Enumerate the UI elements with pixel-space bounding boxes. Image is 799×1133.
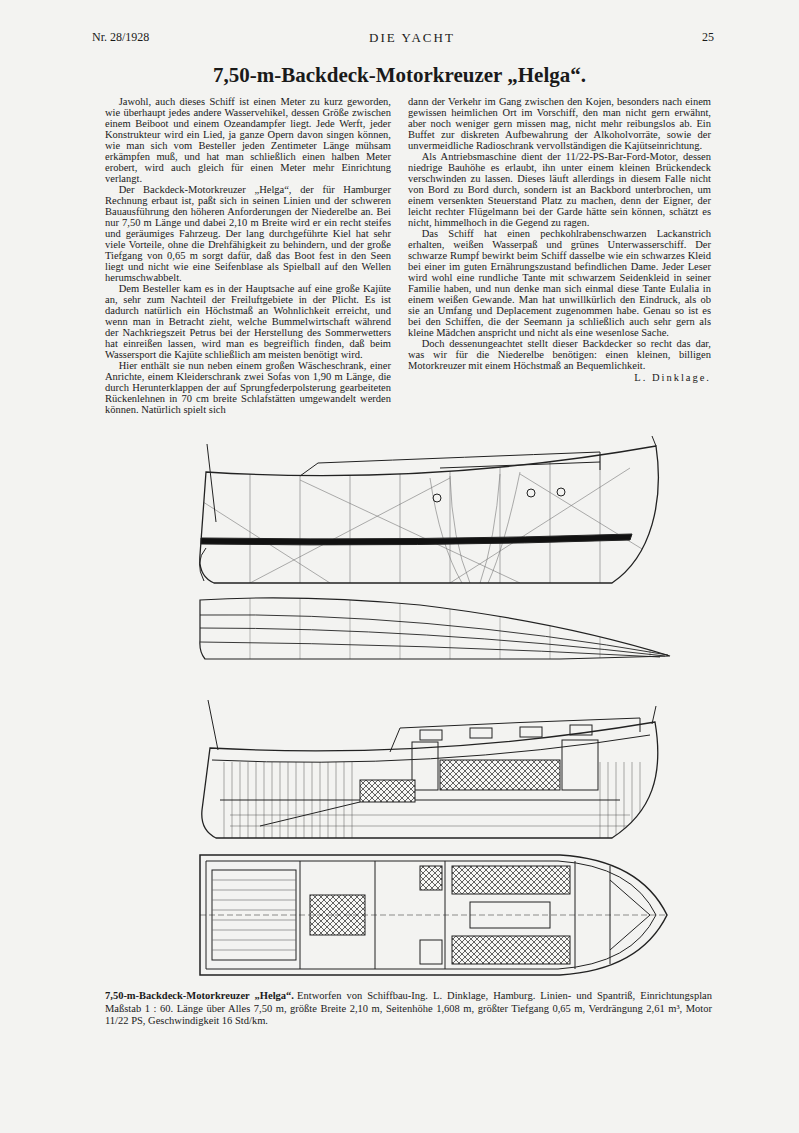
inboard-profile (202, 700, 658, 838)
drawing-line (260, 802, 360, 826)
drawing-line (200, 468, 660, 583)
article-title: 7,50-m-Backdeck-Motorkreuzer „Helga“. (0, 63, 799, 88)
drawing-line (412, 742, 438, 790)
drawing-line (300, 452, 600, 476)
body-paragraph: Hier enthält sie nun neben einem großen … (105, 360, 391, 415)
body-paragraph: Als Antriebsmaschine dient der 11/22-PS-… (408, 151, 711, 228)
running-header: Nr. 28/1928 (92, 30, 149, 45)
figure-caption: 7,50-m-Backdeck-Motorkreuzer „Helga“.Ent… (105, 990, 712, 1028)
drawing-line (199, 548, 206, 581)
drawing-line (440, 462, 600, 468)
drawing-line (652, 706, 656, 724)
running-header: 25 (702, 30, 714, 45)
text-column: dann der Verkehr im Gang zwischen den Ko… (408, 96, 711, 383)
body-paragraph: Doch dessenungeachtet stellt dieser Back… (408, 338, 711, 371)
running-header: DIE YACHT (369, 30, 455, 46)
drawing-line (360, 780, 415, 802)
drawing-line (207, 444, 216, 522)
body-paragraph: Das Schiff hat einen pechkohlrabenschwar… (408, 228, 711, 338)
drawing-line (452, 936, 570, 964)
drawing-line (440, 760, 560, 790)
body-paragraph: Der Backdeck-Motorkreuzer „Helga“, der f… (105, 184, 391, 283)
drawing-line (557, 488, 565, 496)
drawing-line (201, 534, 632, 545)
author-signature: L. Dinklage. (408, 372, 711, 383)
drawing-line (200, 440, 660, 590)
lines-plan (200, 590, 670, 662)
drawing-line (420, 866, 442, 890)
drawing-line (570, 725, 592, 735)
drawing-line (470, 728, 492, 738)
drawing-line (200, 446, 659, 583)
drawing-line (212, 735, 650, 762)
drawing-line (430, 472, 520, 583)
body-paragraph: Jawohl, auch dieses Schiff ist einen Met… (105, 96, 391, 184)
drawing-line (200, 855, 667, 975)
drawing-line (208, 700, 218, 750)
drawing-line (200, 615, 668, 657)
drawing-line (527, 489, 535, 497)
drawing-line (433, 494, 441, 502)
text-column: Jawohl, auch dieses Schiff ist einen Met… (105, 96, 391, 415)
drawing-line (452, 866, 570, 894)
drawing-line (220, 800, 620, 801)
drawing-line (652, 436, 656, 446)
drawing-line (230, 815, 630, 826)
body-paragraph: Dem Besteller kam es in der Hauptsache a… (105, 283, 391, 360)
outboard-profile (199, 436, 660, 590)
drawing-line (420, 940, 442, 964)
deck-plan (200, 855, 667, 975)
drawing-line (390, 718, 640, 752)
body-paragraph: dann der Verkehr im Gang zwischen den Ko… (408, 96, 711, 151)
drawing-line (520, 727, 542, 737)
drawing-line (202, 722, 658, 838)
drawing-line (200, 915, 667, 916)
drawing-line (200, 598, 670, 659)
drawing-line (562, 740, 598, 790)
drawing-line (420, 730, 442, 740)
caption-title: 7,50-m-Backdeck-Motorkreuzer „Helga“. (105, 990, 294, 1001)
